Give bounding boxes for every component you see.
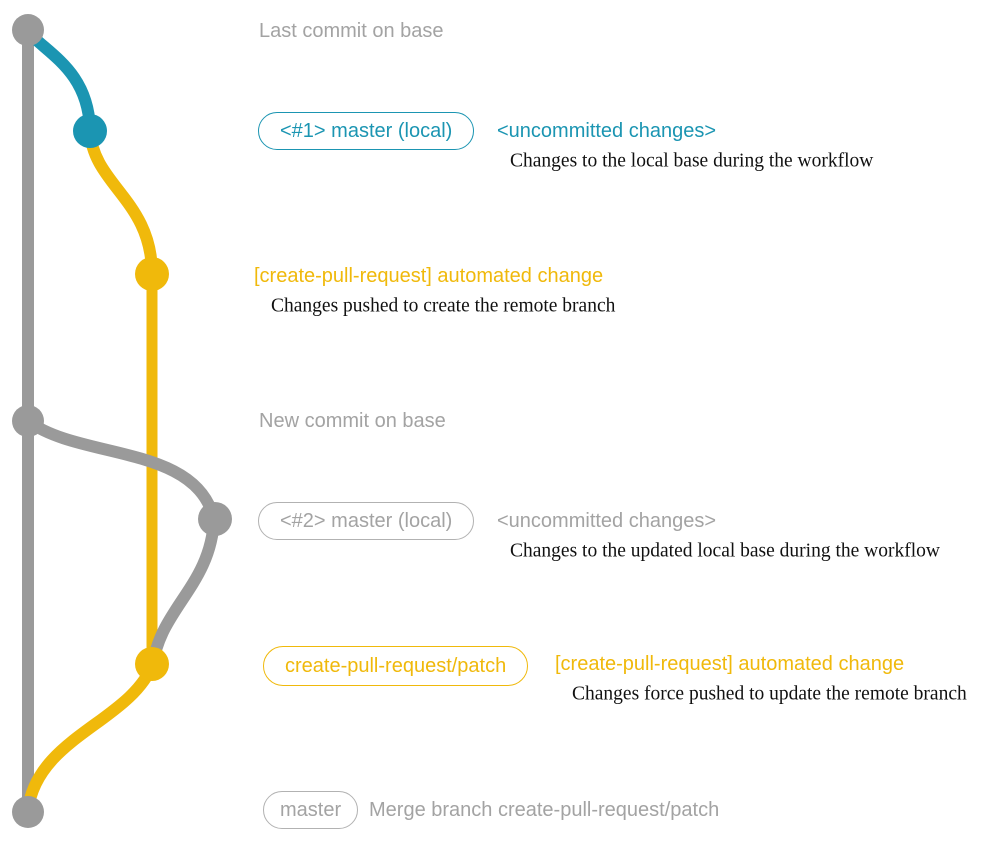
- commit-node-new-base: [12, 405, 44, 437]
- last-commit-label: Last commit on base: [259, 20, 444, 42]
- commit-node-automated-2: [135, 647, 169, 681]
- branch-pill-master-local-1: <#1> master (local): [258, 112, 475, 150]
- branch-edge-force-push: [147, 513, 220, 670]
- automated-change-2-title: [create-pull-request] automated change: [555, 653, 905, 675]
- automated-change-1-title: [create-pull-request] automated change: [254, 265, 604, 287]
- uncommitted-changes-1-desc: Changes to the local base during the wor…: [510, 150, 874, 172]
- commit-node-last-base: [12, 14, 44, 46]
- automated-change-1-desc: Changes pushed to create the remote bran…: [271, 295, 616, 317]
- branch-edge-merge: [22, 658, 159, 816]
- branch-edge-uncommitted-1: [22, 26, 96, 135]
- branch-pill-master-local-2: <#2> master (local): [258, 502, 475, 540]
- branch-edge-create-patch: [84, 125, 158, 280]
- commit-node-merge: [12, 796, 44, 828]
- branch-edge-uncommitted-2: [22, 415, 220, 525]
- commit-node-master-local-2: [198, 502, 232, 536]
- uncommitted-changes-1-title: <uncommitted changes>: [497, 120, 717, 142]
- commit-node-master-local-1: [73, 114, 107, 148]
- commit-node-automated-1: [135, 257, 169, 291]
- new-commit-label: New commit on base: [259, 410, 446, 432]
- uncommitted-changes-2-desc: Changes to the updated local base during…: [510, 540, 940, 562]
- merge-branch-label: Merge branch create-pull-request/patch: [369, 799, 720, 821]
- branch-pill-patch: create-pull-request/patch: [263, 646, 529, 686]
- automated-change-2-desc: Changes force pushed to update the remot…: [572, 683, 967, 705]
- uncommitted-changes-2-title: <uncommitted changes>: [497, 510, 717, 532]
- branch-pill-master: master: [263, 791, 359, 829]
